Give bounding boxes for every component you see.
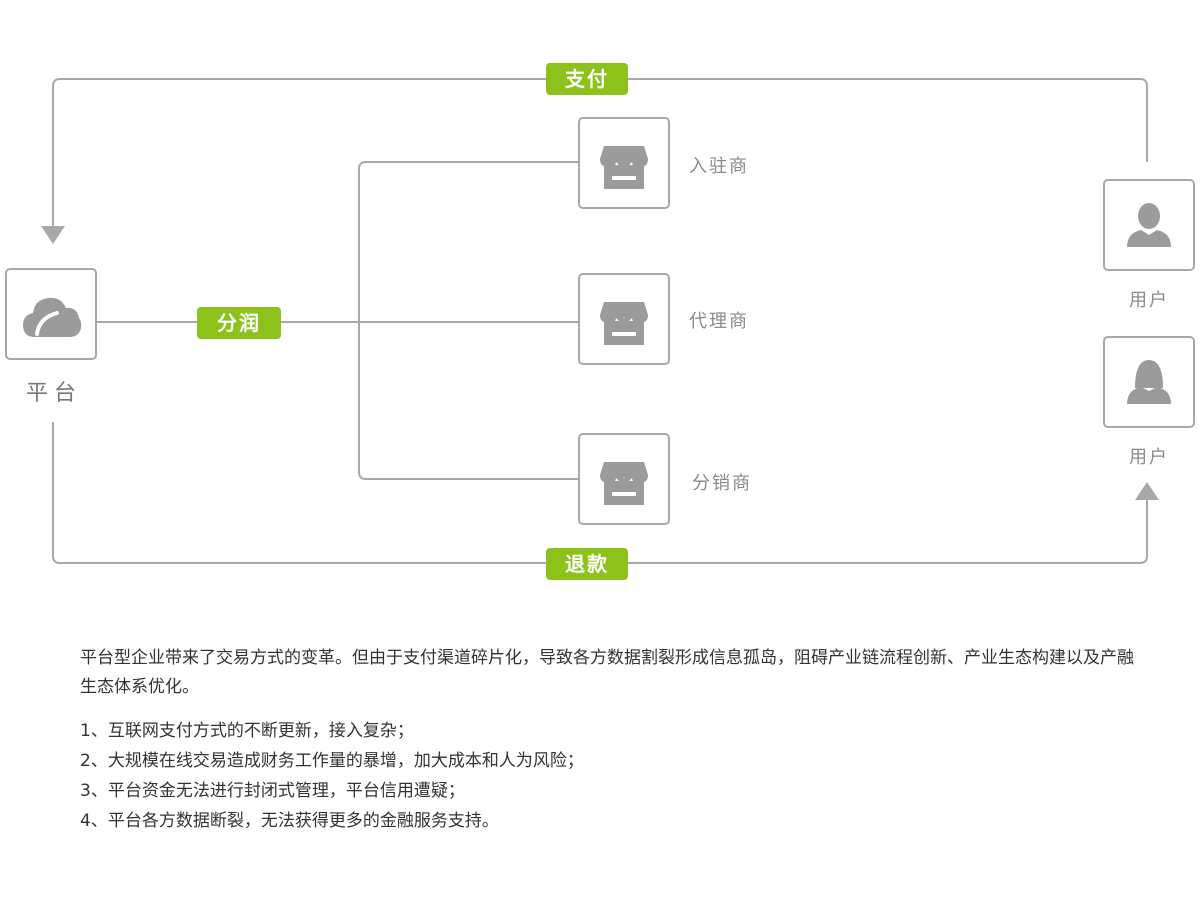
cloud-icon	[23, 297, 82, 337]
platform-label: 平台	[26, 381, 83, 406]
profit-share-tag: 分润	[197, 307, 281, 339]
merchant-label-agent: 代理商	[689, 311, 749, 332]
user-node-2	[1103, 336, 1195, 428]
merchant-label-distributor: 分销商	[692, 473, 752, 494]
refund-tag: 退款	[546, 548, 628, 580]
issue-item: 3、平台资金无法进行封闭式管理，平台信用遭疑；	[80, 781, 465, 801]
payment-tag: 支付	[546, 63, 628, 95]
payment-arrow-icon	[41, 226, 65, 244]
branch-line	[358, 161, 579, 480]
description-section: 平台型企业带来了交易方式的变革。但由于支付渠道碎片化，导致各方数据割裂形成信息孤…	[80, 644, 1140, 836]
user-label-2: 用户	[1129, 447, 1169, 468]
store-icon	[600, 302, 648, 345]
user-node-1	[1103, 179, 1195, 271]
store-icon	[600, 462, 648, 505]
store-icon	[600, 146, 648, 189]
user-female-icon	[1127, 360, 1171, 404]
flow-diagram: 支付 分润 退款 平台 入驻商 代理商 分销商	[5, 63, 1195, 580]
issue-item: 2、大规模在线交易造成财务工作量的暴增，加大成本和人为风险；	[80, 751, 584, 771]
merchant-node-agent	[578, 273, 670, 365]
merchant-node-distributor	[578, 433, 670, 525]
description-intro: 平台型企业带来了交易方式的变革。但由于支付渠道碎片化，导致各方数据割裂形成信息孤…	[80, 648, 1134, 697]
user-male-icon	[1127, 203, 1171, 247]
issue-item: 4、平台各方数据断裂，无法获得更多的金融服务支持。	[80, 811, 499, 831]
issue-item: 1、互联网支付方式的不断更新，接入复杂；	[80, 721, 414, 741]
user-label-1: 用户	[1129, 290, 1169, 311]
platform-node	[5, 268, 97, 360]
merchant-label-settled: 入驻商	[689, 156, 749, 177]
issue-list: 1、互联网支付方式的不断更新，接入复杂； 2、大规模在线交易造成财务工作量的暴增…	[80, 716, 1140, 836]
refund-arrow-icon	[1135, 482, 1159, 500]
merchant-node-settled	[578, 117, 670, 209]
